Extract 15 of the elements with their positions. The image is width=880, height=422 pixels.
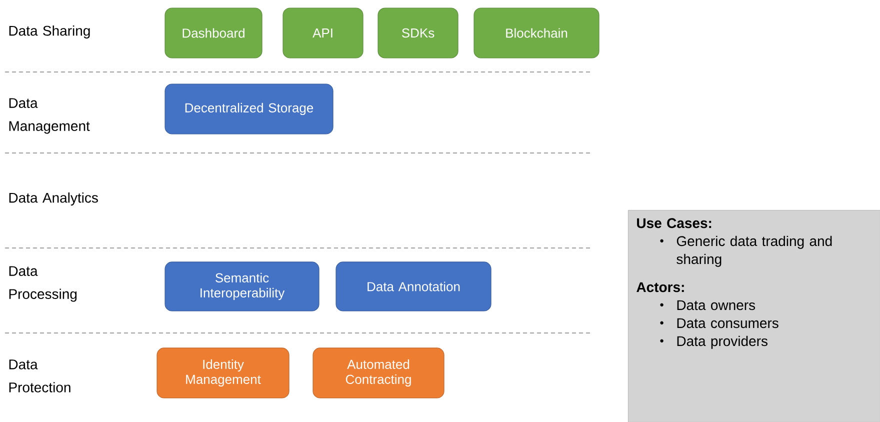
layer-box: API <box>282 8 364 58</box>
layer-box: Identity Management <box>156 348 290 398</box>
layer-box: Decentralized Storage <box>164 84 334 134</box>
layer-label: Data Management <box>9 98 90 134</box>
layer-label: Data Processing <box>9 266 77 302</box>
layer-label: Data Sharing <box>9 25 90 38</box>
layer-box: Automated Contracting <box>312 348 444 398</box>
layer-label: Data Analytics <box>9 192 98 206</box>
layer-box: Semantic Interoperability <box>164 262 320 312</box>
layer-box: SDKs <box>378 8 458 58</box>
info-panel: Use Cases: Generic data trading and sharing Actors: Data owners Data consumers Data providers <box>628 210 880 422</box>
layer-box: Blockchain <box>474 8 600 58</box>
layer-box: Dashboard <box>164 8 262 58</box>
layer-label: Data Protection <box>9 360 70 392</box>
layer-box: Data Annotation <box>336 262 492 312</box>
